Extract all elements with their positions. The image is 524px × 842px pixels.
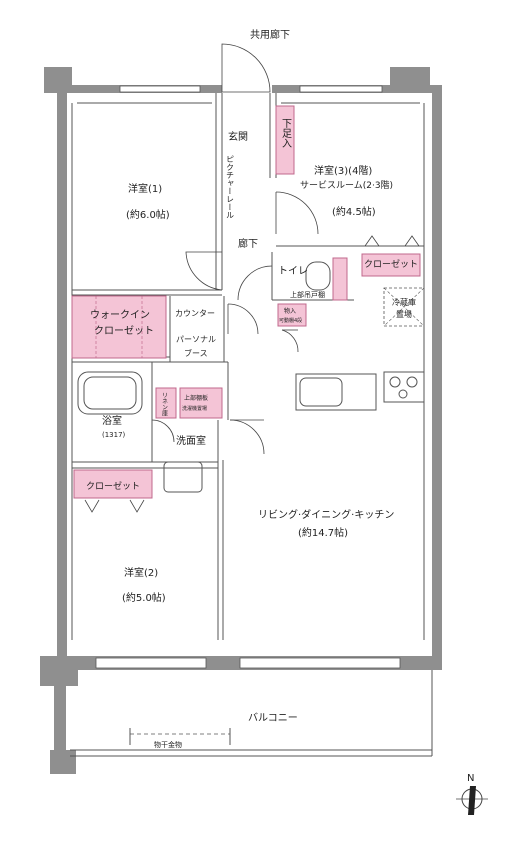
hallway-label: 廊下: [238, 237, 258, 250]
balcony-label: バルコニー: [248, 712, 298, 724]
sink: [299, 377, 343, 407]
dryer-label: 物干金物: [154, 740, 182, 749]
personal-booth-label-2: ブース: [184, 348, 208, 358]
room2-size: (約5.0帖): [122, 591, 166, 604]
fridge-label-2: 置場: [396, 309, 412, 319]
upper-cabinet-label: 上部吊戸棚: [290, 290, 325, 299]
toilet-label: トイレ: [278, 266, 308, 277]
counter-label: カウンター: [175, 309, 215, 318]
shoe-storage-label: 下足入: [280, 118, 292, 148]
washroom-label: 洗面室: [176, 434, 206, 447]
closet2-label: クローゼット: [86, 480, 140, 492]
closet3-label: クローゼット: [364, 258, 418, 270]
small-storage: [277, 303, 307, 327]
north-compass: N: [456, 773, 488, 815]
linen-label: リネン庫: [161, 392, 168, 417]
entrance-label: 玄関: [228, 130, 248, 143]
closet-room3: [361, 253, 421, 277]
fixtures: [77, 261, 425, 493]
ldk-label: リビング·ダイニング·キッチン: [258, 508, 394, 521]
toilet-cabinet: [332, 257, 348, 301]
room3-sub: サービスルーム(2·3階): [300, 180, 393, 191]
toilet-bowl: [305, 261, 331, 291]
storage-small-label-1: 物入: [284, 307, 296, 315]
upper-shelf-label-1: 上部棚板: [184, 394, 208, 402]
storage-small-label-2: 可動棚4段: [279, 317, 302, 324]
room2-name: 洋室(2): [124, 566, 158, 579]
shoe-storage: [275, 105, 295, 175]
stove: [383, 371, 425, 403]
common-corridor-label: 共用廊下: [250, 28, 290, 41]
upper-shelf: [179, 387, 223, 419]
room1-size: (約6.0帖): [126, 208, 170, 221]
storage-areas: [71, 105, 421, 499]
fridge-label-1: 冷蔵庫: [392, 297, 416, 307]
ldk-size: (約14.7帖): [298, 526, 348, 539]
outer-walls: [40, 67, 442, 774]
room3-name: 洋室(3)(4階): [314, 164, 372, 177]
doors: [84, 43, 420, 513]
labels: 共用廊下 玄関 ピクチャーレール 下足入 洋室(1) (約6.0帖) 洋室(3)…: [86, 28, 418, 749]
room1-name: 洋室(1): [128, 182, 162, 195]
walkin-label-1: ウォークイン: [90, 309, 150, 321]
bath-size: (1317): [102, 431, 126, 439]
bathtub: [77, 371, 143, 415]
walkin-closet: [71, 295, 167, 359]
walkin-label-2: クローゼット: [94, 325, 154, 337]
fridge-space: [383, 287, 425, 327]
closet-room2: [73, 469, 153, 499]
room3-size: (約4.5帖): [332, 205, 376, 218]
personal-booth-label-1: パーソナル: [176, 335, 216, 344]
kitchen-counter: [295, 373, 377, 411]
upper-shelf-label-2: 洗濯機置場: [182, 405, 207, 412]
north-label: N: [467, 773, 474, 784]
bath-label: 浴室: [102, 414, 122, 427]
linen-storage: [155, 387, 177, 419]
picture-rail-label: ピクチャーレール: [226, 155, 235, 219]
washbasin: [163, 461, 203, 493]
